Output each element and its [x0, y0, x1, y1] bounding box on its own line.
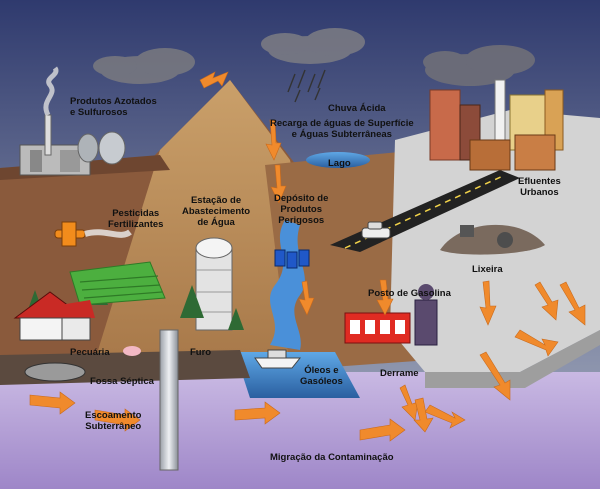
cloud-center — [261, 28, 365, 64]
pig — [123, 346, 141, 356]
label-spill: Derrame — [380, 368, 419, 379]
lake — [306, 152, 370, 168]
groundwater-layer — [0, 372, 600, 489]
city-platform-edge — [425, 330, 600, 388]
crop-duster-plane — [54, 221, 132, 247]
septic-tank — [24, 362, 86, 382]
landfill — [440, 224, 545, 255]
car — [361, 221, 391, 239]
borehole-tube — [159, 329, 179, 471]
label-gas-station: Posto de Gasolina — [368, 288, 451, 299]
label-acid-rain: Chuva Ácida — [328, 103, 386, 114]
label-landfill: Lixeira — [472, 264, 503, 275]
cloud-right — [423, 45, 535, 86]
boat — [254, 349, 302, 369]
factory — [19, 66, 126, 176]
city-buildings — [429, 79, 564, 171]
cloud-left — [93, 48, 195, 84]
acid-rain-icon — [287, 69, 326, 103]
label-livestock: Pecuária — [70, 347, 110, 358]
label-septic-tank: Fossa Séptica — [90, 376, 154, 387]
crop-field — [69, 261, 166, 306]
hazardous-barrels — [274, 249, 310, 269]
road-line — [344, 174, 506, 249]
farm-house — [13, 291, 95, 341]
label-borehole: Furo — [190, 347, 212, 358]
contamination-arrows — [29, 71, 586, 442]
label-lake: Lago — [328, 158, 351, 169]
label-contamination-migration: Migração da Contaminação — [270, 452, 394, 463]
gas-station — [344, 284, 438, 346]
